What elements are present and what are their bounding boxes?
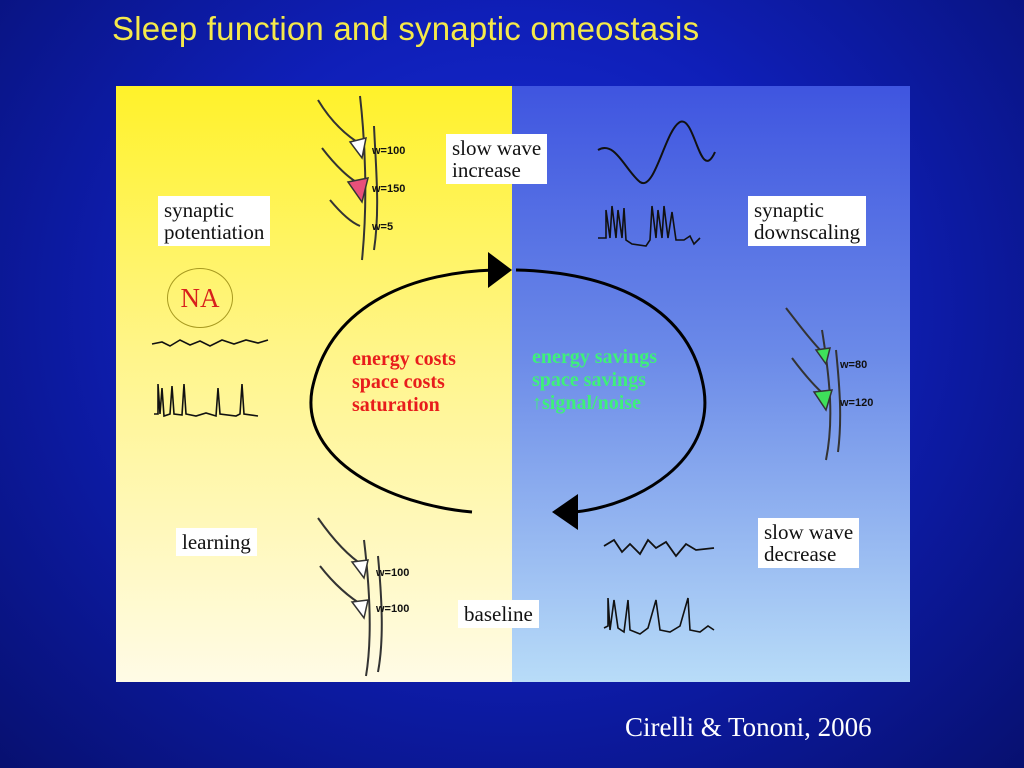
slow-wave-decrease-label: slow wave decrease (758, 518, 860, 568)
cost-item: space costs (352, 371, 445, 393)
weight-label: w=100 (375, 567, 409, 579)
slow-wave-increase-label: slow wave increase (446, 134, 548, 184)
weight-label: w=80 (839, 359, 867, 371)
citation: Cirelli & Tononi, 2006 (625, 712, 872, 742)
weight-label: w=120 (839, 397, 873, 409)
synapse-downscaled (812, 389, 834, 412)
label-line: slow wave (764, 520, 854, 544)
tonic-firing-trace (154, 383, 259, 418)
cost-item: energy costs (352, 348, 456, 370)
slide-title: Sleep function and synaptic omeostasis (112, 10, 700, 47)
neuron-baseline (317, 517, 383, 677)
noradrenaline-circle: NA (167, 268, 233, 328)
label-line: increase (452, 158, 521, 182)
eeg-low-trace (603, 538, 715, 558)
costs-list: energy costs space costs saturation (352, 348, 456, 417)
savings-item: space savings (532, 369, 646, 391)
savings-item: ↑signal/noise (532, 392, 641, 414)
savings-item: energy savings (532, 346, 657, 368)
synapse-baseline (350, 599, 369, 620)
label-line: downscaling (754, 220, 861, 244)
sleep-half (512, 86, 910, 682)
weight-label: w=100 (371, 145, 405, 157)
arrowhead-bottom (552, 494, 578, 530)
baseline-label: baseline (458, 600, 539, 628)
eeg-slow-wave-trace (597, 120, 716, 184)
eeg-wake-trace (151, 339, 269, 347)
weight-label: w=150 (371, 183, 405, 195)
synapse-potentiated (346, 177, 370, 204)
label-line: synaptic (164, 198, 234, 222)
arrowhead-top (488, 252, 512, 288)
label-line: synaptic (754, 198, 824, 222)
synaptic-potentiation-label: synaptic potentiation (158, 196, 271, 246)
savings-list: energy savings space savings ↑signal/noi… (532, 346, 657, 415)
learning-label: learning (176, 528, 257, 556)
weight-label: w=5 (371, 221, 393, 233)
label-line: slow wave (452, 136, 542, 160)
neuron-downscaled (785, 307, 842, 461)
burst-firing-trace (598, 205, 701, 247)
synapse-baseline (350, 559, 369, 580)
synapse-normal (348, 136, 367, 160)
cycle-arrow (309, 268, 707, 514)
baseline-firing-trace (603, 597, 715, 635)
cost-item: saturation (352, 394, 440, 416)
label-line: potentiation (164, 220, 265, 244)
weight-label: w=100 (375, 603, 409, 615)
synaptic-downscaling-label: synaptic downscaling (748, 196, 867, 246)
label-line: decrease (764, 542, 837, 566)
synapse-downscaled (814, 347, 831, 366)
